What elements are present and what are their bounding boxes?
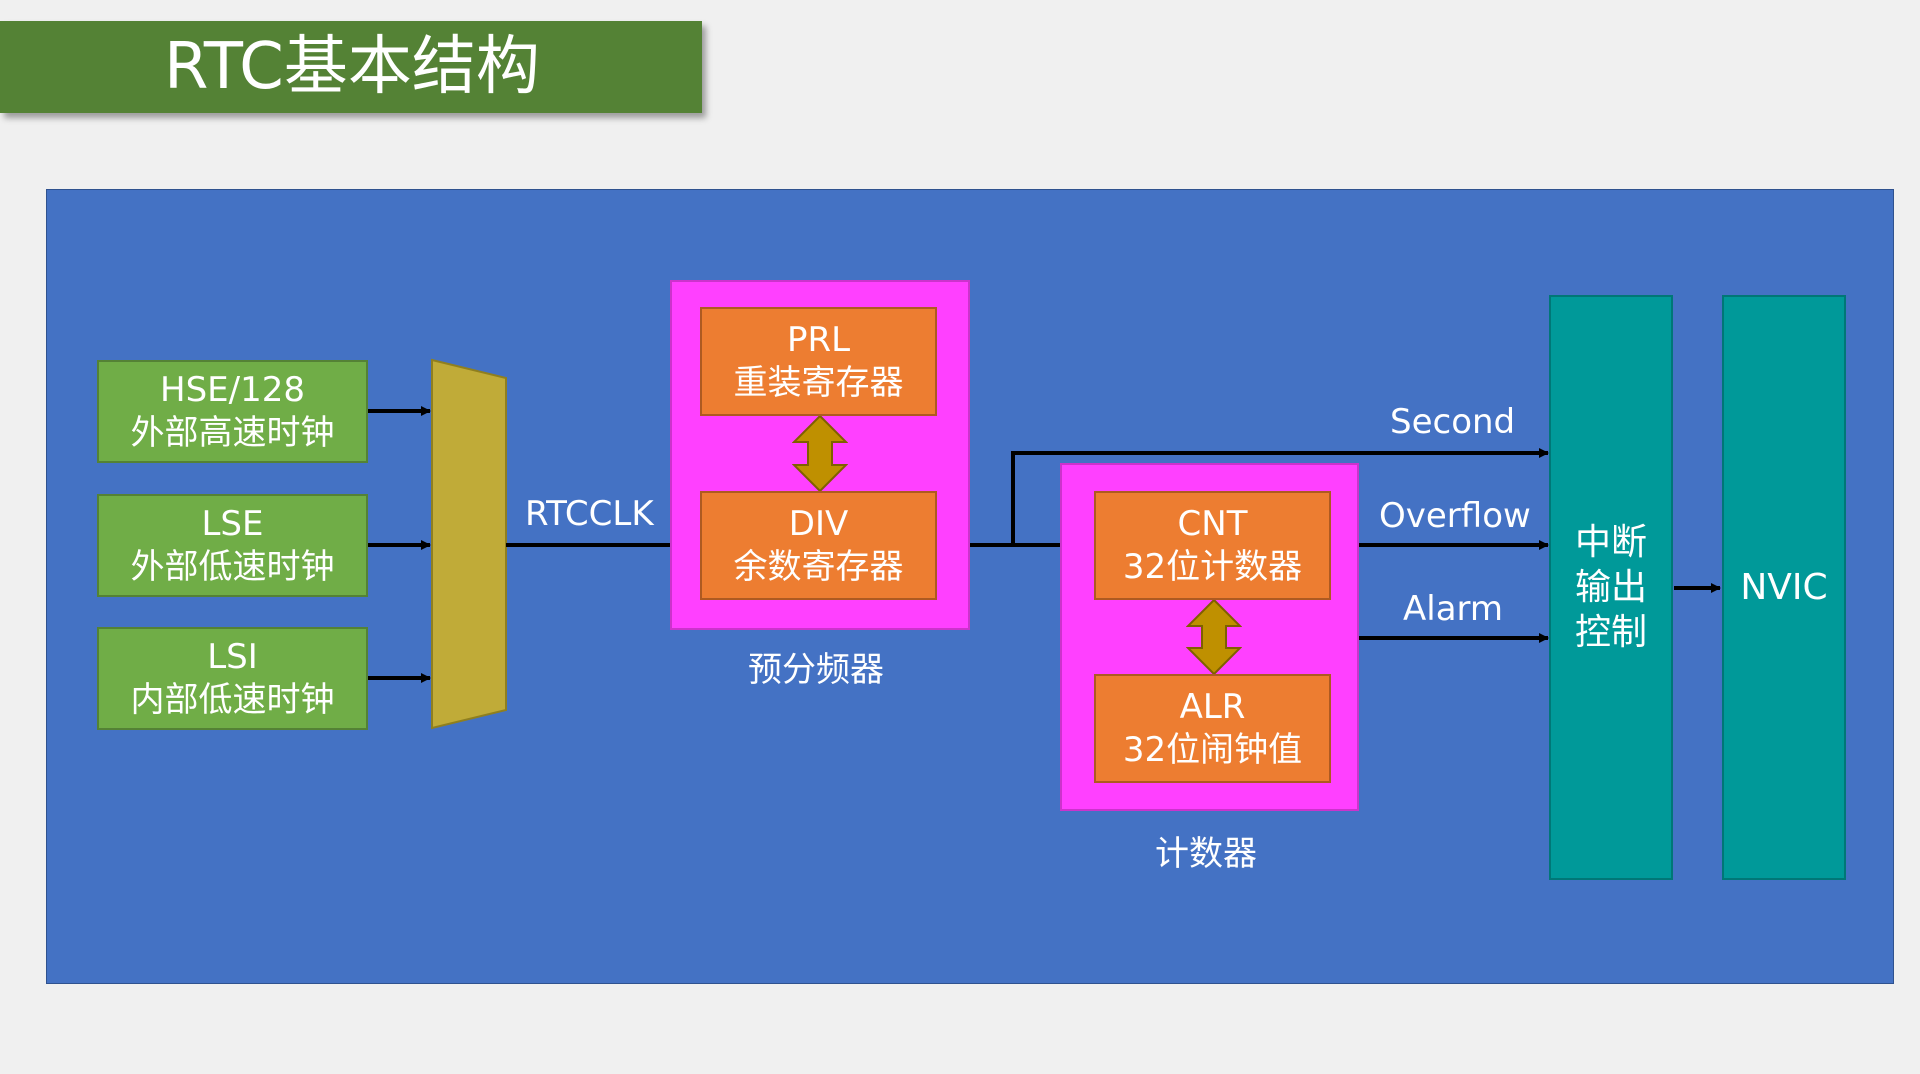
source-lse-desc: 外部低速时钟 <box>130 546 335 587</box>
counter-caption: 计数器 <box>1155 834 1257 874</box>
cnt-register: CNT 32位计数器 <box>1094 491 1331 600</box>
interrupt-ctrl-line2: 输出 <box>1574 567 1647 608</box>
nvic-label: NVIC <box>1740 567 1828 608</box>
source-lsi-desc: 内部低速时钟 <box>130 679 335 720</box>
alr-register: ALR 32位闹钟值 <box>1094 674 1331 783</box>
alr-name: ALR <box>1179 687 1246 727</box>
alarm-label: Alarm <box>1403 589 1504 629</box>
second-label: Second <box>1390 402 1516 442</box>
cnt-alr-double-arrow <box>1186 600 1242 674</box>
source-lse-name: LSE <box>201 504 264 544</box>
div-name: DIV <box>788 504 849 544</box>
prl-div-double-arrow <box>792 416 848 491</box>
page-title: RTC基本结构 <box>164 30 540 104</box>
rtcclk-label: RTCCLK <box>525 494 654 534</box>
prescaler-caption: 预分频器 <box>748 650 884 690</box>
prl-register: PRL 重装寄存器 <box>700 307 937 416</box>
interrupt-ctrl-line3: 控制 <box>1574 612 1647 653</box>
div-register: DIV 余数寄存器 <box>700 491 937 600</box>
source-hse: HSE/128 外部高速时钟 <box>97 360 368 463</box>
source-lsi-name: LSI <box>207 637 258 677</box>
overflow-label: Overflow <box>1379 496 1531 536</box>
prl-name: PRL <box>786 320 851 360</box>
alr-desc: 32位闹钟值 <box>1122 729 1303 770</box>
source-lsi: LSI 内部低速时钟 <box>97 627 368 730</box>
clock-mux <box>431 358 507 730</box>
source-lse: LSE 外部低速时钟 <box>97 494 368 597</box>
div-desc: 余数寄存器 <box>733 546 904 587</box>
title-bar: RTC基本结构 <box>0 21 702 113</box>
cnt-name: CNT <box>1177 504 1248 544</box>
prl-desc: 重装寄存器 <box>733 362 904 403</box>
nvic-block: NVIC <box>1722 295 1846 880</box>
second-signal-arrow <box>1011 448 1549 545</box>
cnt-desc: 32位计数器 <box>1122 546 1303 587</box>
source-hse-desc: 外部高速时钟 <box>130 412 335 453</box>
interrupt-output-control: 中断 输出 控制 <box>1549 295 1673 880</box>
interrupt-ctrl-line1: 中断 <box>1574 522 1647 563</box>
source-hse-name: HSE/128 <box>160 370 305 410</box>
